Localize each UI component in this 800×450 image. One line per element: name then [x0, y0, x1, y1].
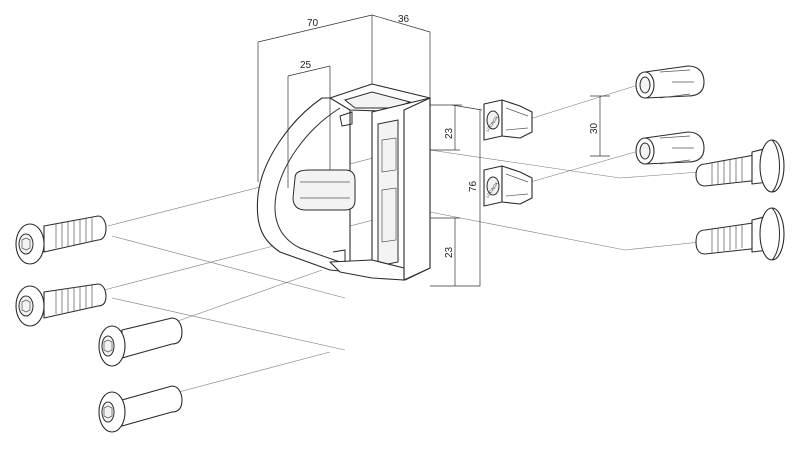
dim-label-76: 76 — [468, 180, 479, 192]
assembly-guide-lines — [103, 85, 701, 394]
dim-label-23-lower: 23 — [444, 246, 455, 258]
expansion-sleeve-lower — [635, 131, 705, 165]
barrel-nut-lower — [98, 385, 183, 433]
dim-label-23-upper: 23 — [444, 127, 455, 139]
dim-label-30: 30 — [589, 122, 600, 134]
carriage-bolt-upper — [695, 139, 785, 193]
dimension-labels: 70 36 25 23 23 76 30 — [300, 14, 600, 258]
dim-label-36: 36 — [398, 14, 410, 25]
expansion-sleeve-upper — [635, 65, 705, 99]
square-insert-upper: LOCINOX — [483, 99, 533, 141]
machine-screw-lower — [15, 283, 107, 327]
dimension-lines — [257, 14, 610, 287]
barrel-nut-upper — [98, 317, 183, 367]
gate-bracket — [256, 83, 431, 281]
dim-label-25: 25 — [300, 60, 312, 71]
machine-screw-upper — [15, 215, 107, 265]
carriage-bolt-lower — [695, 207, 785, 261]
dim-label-70: 70 — [307, 18, 319, 29]
square-insert-lower: LOCINOX — [483, 165, 533, 207]
